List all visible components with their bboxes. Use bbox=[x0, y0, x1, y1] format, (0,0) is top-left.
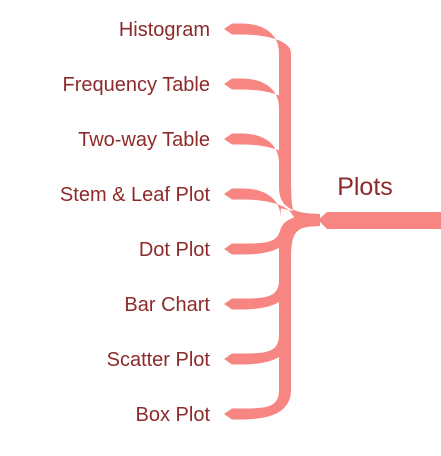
connector-two-way-table bbox=[224, 133, 320, 226]
branch-label-frequency-table[interactable]: Frequency Table bbox=[63, 74, 211, 96]
connector-scatter-plot bbox=[224, 214, 320, 365]
branch-label-bar-chart[interactable]: Bar Chart bbox=[124, 294, 210, 316]
connector-bar-chart bbox=[224, 214, 320, 310]
branch-label-histogram[interactable]: Histogram bbox=[119, 19, 210, 41]
root-label: Plots bbox=[337, 173, 393, 201]
root-connector bbox=[318, 212, 441, 229]
root-node[interactable]: Plots bbox=[318, 173, 441, 229]
branch-label-stem-leaf-plot[interactable]: Stem & Leaf Plot bbox=[60, 184, 211, 206]
branch-label-box-plot[interactable]: Box Plot bbox=[136, 404, 211, 426]
branch-label-dot-plot[interactable]: Dot Plot bbox=[139, 239, 211, 261]
branch-label-scatter-plot[interactable]: Scatter Plot bbox=[107, 349, 211, 371]
branch-label-group: Histogram Frequency Table Two-way Table … bbox=[60, 19, 211, 426]
connector-group bbox=[224, 23, 320, 420]
connector-stem-leaf-plot bbox=[224, 188, 320, 226]
branch-label-two-way-table[interactable]: Two-way Table bbox=[78, 129, 210, 151]
connector-frequency-table bbox=[224, 78, 320, 226]
